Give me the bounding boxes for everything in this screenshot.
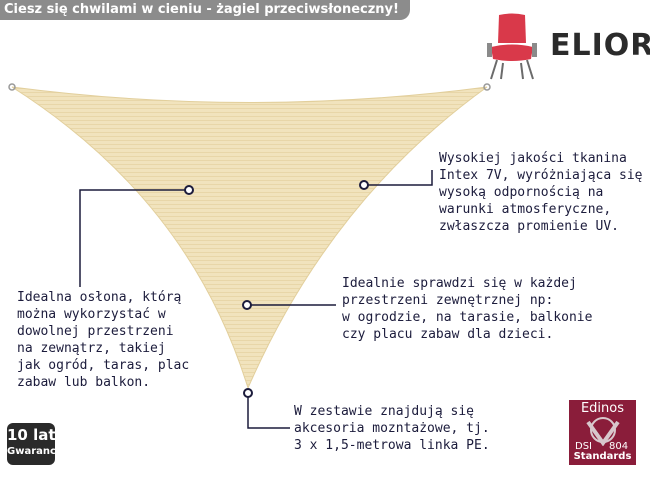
edinos-standards-label: Standards [573, 451, 632, 462]
chair-icon [490, 59, 534, 80]
edinos-name: Edinos [580, 401, 625, 416]
description-protection: Idealna osłona, którą można wykorzystać … [17, 290, 190, 390]
warranty-badge: 10 lat Gwarancji [7, 423, 63, 465]
sail-ring-right [483, 83, 491, 91]
callout-dot-accessories [243, 388, 253, 398]
warranty-label: Gwarancji [7, 446, 63, 457]
brand-name: ELIOR [550, 28, 650, 63]
description-accessories: W zestawie znajdują się akcesoria moznta… [294, 404, 490, 453]
description-usage: Idealnie sprawdzi się w każdej przestrze… [342, 276, 593, 342]
callout-lines [79, 170, 433, 429]
sail-ring-left [8, 83, 16, 91]
warranty-years: 10 lat [7, 426, 56, 444]
description-fabric: Wysokiej jakości tkanina Intex 7V, wyróż… [439, 151, 643, 234]
callout-dot-fabric [359, 180, 369, 190]
page-title: Ciesz się chwilami w cieniu - żagiel prz… [4, 2, 399, 17]
edinos-standards-badge: Edinos DSI 804 Standards [569, 400, 636, 465]
sun-sail-shape [11, 86, 488, 390]
callout-dot-protection [184, 185, 194, 195]
edinos-dsi: DSI [575, 441, 592, 452]
callout-dot-usage [242, 300, 252, 310]
checkmark-emblem-icon [586, 417, 620, 446]
callout-dots [184, 180, 369, 398]
title-banner: Ciesz się chwilami w cieniu - żagiel prz… [0, 0, 410, 20]
edinos-number: 804 [609, 441, 629, 452]
brand-logo [487, 13, 537, 80]
